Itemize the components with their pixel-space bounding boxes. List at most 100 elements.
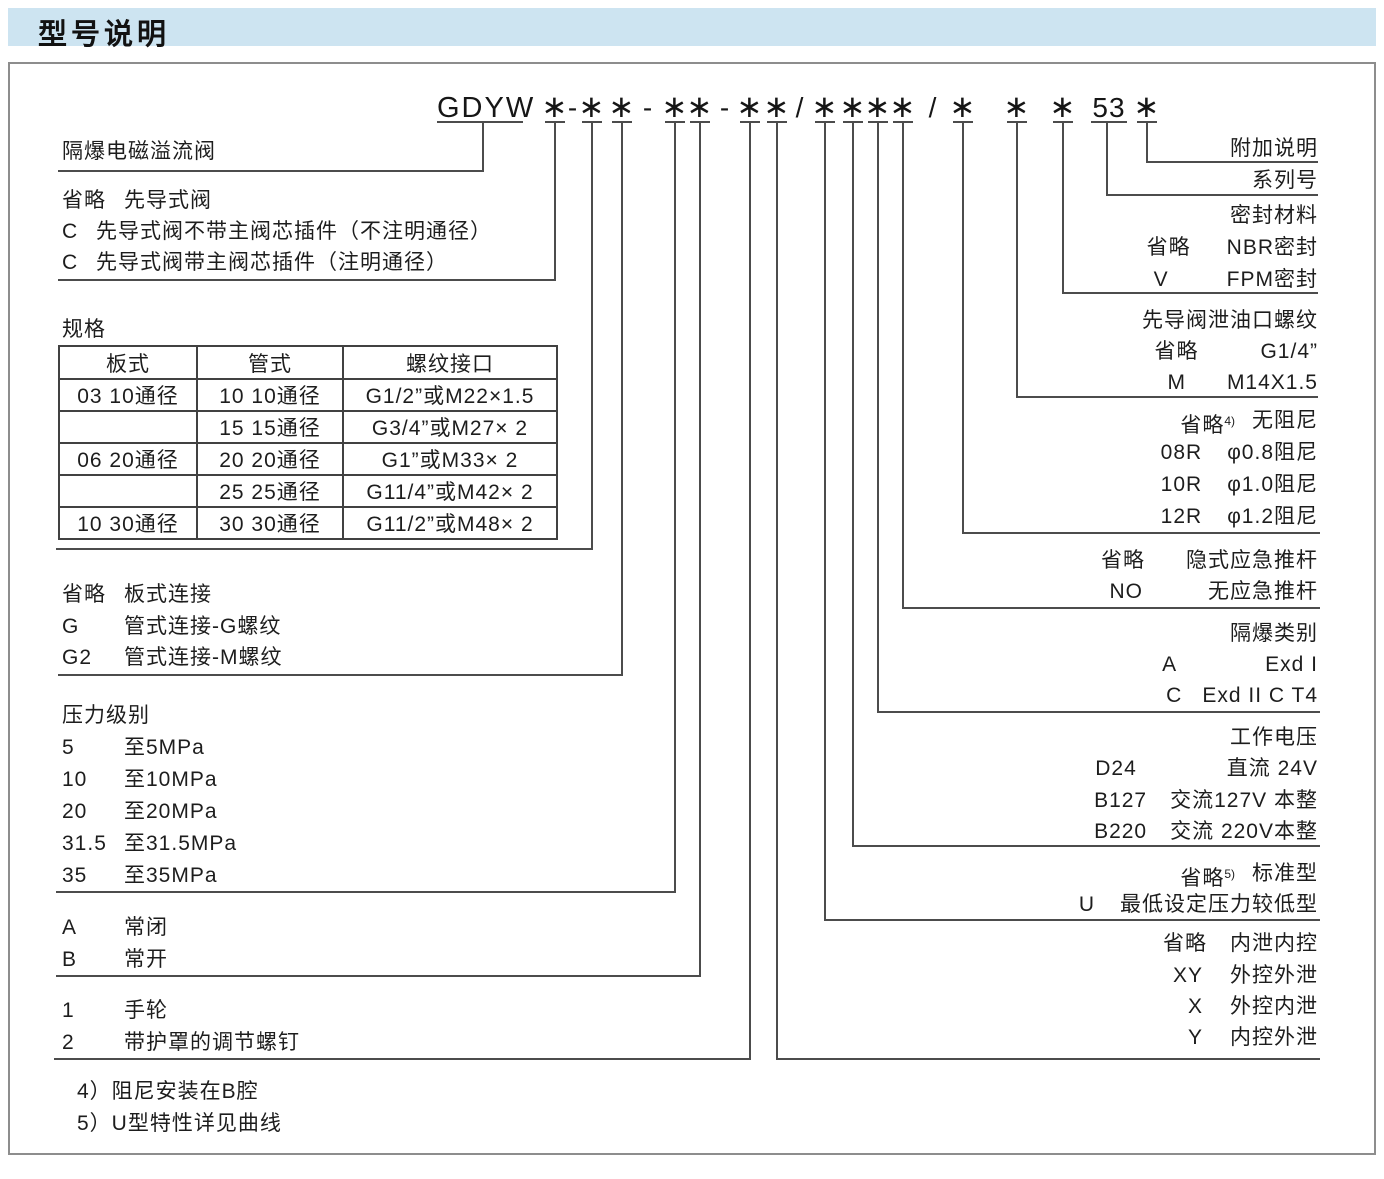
code-asterisk: ∗ [763,89,791,124]
state-desc: 常开 [124,948,168,971]
pushrod-row: 省略隐式应急推杆 [1101,549,1318,573]
state-code: B [62,948,78,971]
connection-code: G2 [62,646,93,669]
control-row: X 外控内泄 [1188,995,1318,1019]
pilot-code: C [62,220,79,243]
pilot-code: C [62,251,79,274]
code-token: / [928,92,938,123]
damping-code: 12R [1160,505,1203,528]
drain-code: 省略 [1154,340,1199,363]
spec-cell: 15 15通径 [196,410,344,444]
spec-header-cell: 螺纹接口 [342,345,558,380]
state-desc: 常闭 [124,916,168,939]
spec-cell: 10 10通径 [196,378,344,412]
spec-cell: G3/4”或M27× 2 [342,410,558,444]
code-asterisk: ∗ [578,89,606,124]
spec-cell: G1/2”或M22×1.5 [342,378,558,412]
adjust-desc: 手轮 [124,999,168,1022]
pressure-code: 31.5 [62,832,107,855]
damping-desc: φ1.0阻尼 [1227,473,1318,496]
footnote: 5）U型特性详见曲线 [77,1112,282,1135]
spec-label: 规格 [62,318,106,341]
control-code: Y [1187,1026,1203,1049]
code-asterisk: ∗ [949,89,977,124]
spec-cell: G11/4”或M42× 2 [342,474,558,508]
voltage-desc: 直流 24V [1226,757,1318,780]
spec-cell [58,474,198,508]
utype-desc: 标准型 [1252,862,1318,885]
utype-code: U [1078,893,1095,916]
connection-desc: 管式连接-G螺纹 [124,615,282,638]
pushrod-code: NO [1109,580,1143,603]
spec-row: 15 15通径 G3/4”或M27× 2 [58,410,558,444]
voltage-code: B127 [1094,789,1148,812]
damping-row: 省略4) 无阻尼 [1180,409,1318,438]
spec-cell: 20 20通径 [196,442,344,476]
utype-code: 省略5) [1180,862,1235,891]
state-row: B 常开 [62,948,168,972]
spec-row: 03 10通径 10 10通径 G1/2”或M22×1.5 [58,378,558,412]
explosion-code: C [1166,684,1183,707]
spec-row: 06 20通径 20 20通径 G1”或M33× 2 [58,442,558,476]
seal-desc: NBR密封 [1226,236,1318,259]
pressure-desc: 至35MPa [124,864,218,887]
control-code: X [1187,995,1203,1018]
pilot-desc: 先导式阀不带主阀芯插件（不注明通径） [96,220,492,243]
control-desc: 内控外泄 [1230,1026,1318,1049]
control-desc: 外控内泄 [1230,995,1318,1018]
explosion-code: A [1162,653,1178,676]
damping-code: 省略4) [1180,409,1235,438]
code-asterisk: ∗ [1133,89,1161,124]
drain-desc: G1/4” [1260,340,1318,363]
pressure-code: 20 [62,800,88,823]
drain-desc: M14X1.5 [1226,371,1318,394]
pressure-label: 压力级别 [62,704,150,727]
voltage-code: B220 [1094,820,1148,843]
code-asterisk: ∗ [608,89,636,124]
drain-row: M M14X1.5 [1167,371,1318,395]
spec-cell: 25 25通径 [196,474,344,508]
explosion-desc: Exd I [1265,653,1318,676]
footnote-ref: 5) [1224,867,1235,881]
spec-cell [58,410,198,444]
code-asterisk: ∗ [889,89,917,124]
code-token: - [719,92,731,123]
adjust-code: 2 [62,1031,75,1054]
spec-row: 25 25通径 G11/4”或M42× 2 [58,474,558,508]
drain-code: M [1167,371,1186,394]
control-code: 省略 [1163,932,1207,955]
spec-row: 10 30通径 30 30通径 G11/2”或M48× 2 [58,506,558,540]
drain-row: 省略 G1/4” [1154,340,1318,364]
code-token: 53 [1092,92,1126,123]
connection-row: 省略板式连接 [62,583,212,607]
utype-code-text: 省略 [1180,867,1225,890]
spec-cell: G1”或M33× 2 [342,442,558,476]
voltage-code: D24 [1095,757,1137,780]
drain-label: 先导阀泄油口螺纹 [1142,309,1318,332]
section-header-bar: 型号说明 [8,8,1376,51]
valve-name: 隔爆电磁溢流阀 [62,140,216,163]
pressure-desc: 至31.5MPa [124,832,238,855]
voltage-desc: 交流127V 本整 [1170,789,1318,812]
damping-code-text: 省略 [1180,414,1225,437]
code-asterisk: ∗ [1003,89,1031,124]
control-row: Y 内控外泄 [1188,1026,1318,1050]
voltage-desc: 交流 220V本整 [1170,820,1318,843]
voltage-row: B127 交流127V 本整 [1094,789,1318,813]
spec-cell: 10 30通径 [58,506,198,540]
code-asterisk: ∗ [541,89,569,124]
voltage-row: D24 直流 24V [1095,757,1318,781]
code-token: - [567,92,579,123]
